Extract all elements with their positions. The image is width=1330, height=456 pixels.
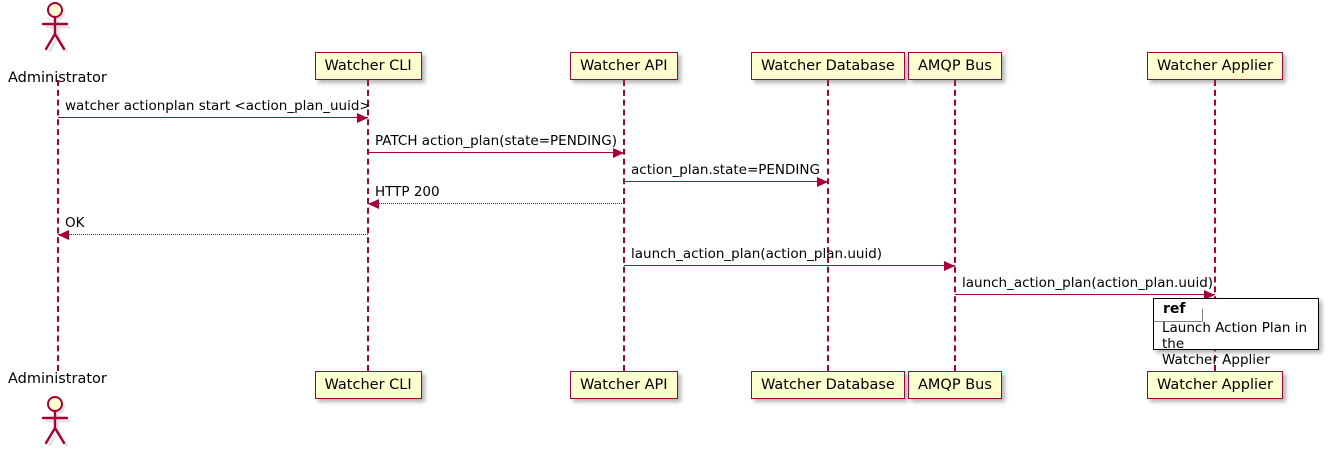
participant-watcher-applier-top[interactable]: Watcher Applier: [1147, 52, 1283, 80]
participant-amqp-bus-bottom[interactable]: AMQP Bus: [908, 371, 1002, 399]
participant-label-administrator-bottom: Administrator: [8, 371, 107, 387]
message-line-1: [58, 117, 368, 118]
message-line-4: [368, 203, 624, 204]
ref-fragment-keyword: ref: [1154, 299, 1203, 322]
participant-watcher-database-bottom[interactable]: Watcher Database: [751, 371, 905, 399]
lifeline-watcher-api: [623, 80, 625, 371]
message-arrowhead-6: [944, 261, 955, 271]
message-arrowhead-4: [368, 199, 379, 209]
participant-watcher-applier-bottom[interactable]: Watcher Applier: [1147, 371, 1283, 399]
message-label-6: launch_action_plan(action_plan.uuid): [631, 246, 883, 262]
participant-watcher-database-top[interactable]: Watcher Database: [751, 52, 905, 80]
participant-watcher-cli-bottom[interactable]: Watcher CLI: [314, 371, 422, 399]
ref-fragment-text: Launch Action Plan in the Watcher Applie…: [1162, 320, 1308, 368]
message-line-2: [368, 152, 624, 153]
actor-figure-administrator-bottom: [34, 396, 82, 452]
lifeline-watcher-applier: [1214, 80, 1216, 371]
participant-watcher-api-top[interactable]: Watcher API: [570, 52, 678, 80]
message-label-5: OK: [65, 215, 85, 231]
participant-amqp-bus-top[interactable]: AMQP Bus: [908, 52, 1002, 80]
message-arrowhead-3: [817, 177, 828, 187]
message-label-2: PATCH action_plan(state=PENDING): [375, 133, 617, 149]
participant-label-administrator-top: Administrator: [8, 70, 107, 86]
message-label-3: action_plan.state=PENDING: [631, 162, 820, 178]
actor-figure-administrator-top: [34, 2, 82, 58]
message-label-1: watcher actionplan start <action_plan_uu…: [65, 98, 371, 114]
message-line-7: [955, 294, 1215, 295]
message-arrowhead-7: [1204, 290, 1215, 300]
message-label-7: launch_action_plan(action_plan.uuid): [962, 275, 1214, 291]
participant-watcher-api-bottom[interactable]: Watcher API: [570, 371, 678, 399]
message-label-4: HTTP 200: [375, 184, 440, 200]
message-arrowhead-1: [357, 113, 368, 123]
lifeline-watcher-database: [827, 80, 829, 371]
lifeline-administrator: [57, 80, 59, 371]
participant-watcher-cli-top[interactable]: Watcher CLI: [314, 52, 422, 80]
message-arrowhead-2: [613, 148, 624, 158]
message-line-6: [624, 265, 955, 266]
lifeline-amqp-bus: [954, 80, 956, 371]
message-line-5: [58, 234, 368, 235]
message-line-3: [624, 181, 828, 182]
message-arrowhead-5: [58, 230, 69, 240]
lifeline-watcher-cli: [367, 80, 369, 371]
